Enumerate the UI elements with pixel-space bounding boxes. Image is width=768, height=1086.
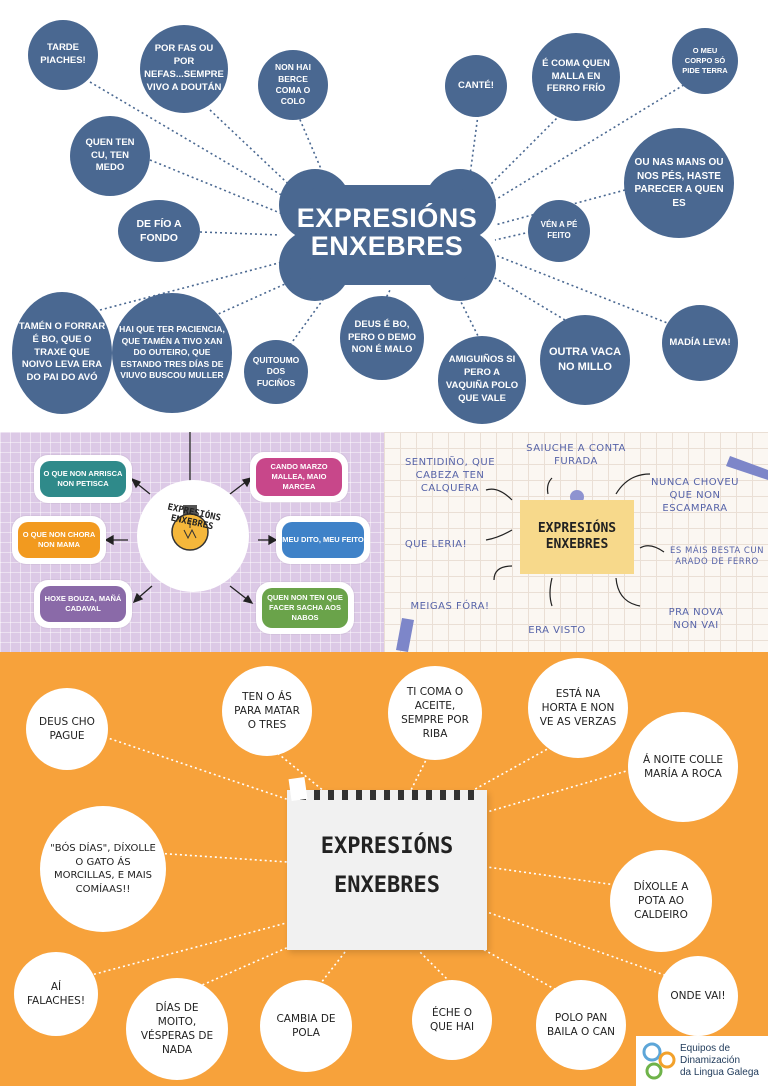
section-blue-map: EXPRESIÓNS ENXEBRES TARDE PIACHES! POR F… <box>0 0 768 432</box>
bubble: É COMA QUEN MALLA EN FERRO FRÍO <box>532 33 620 121</box>
sticky-title: EXPRESIÓNS ENXEBRES <box>537 521 617 552</box>
handwritten-item: QUE LERIA! <box>404 539 468 550</box>
title-line-2: ENXEBRES <box>334 872 440 898</box>
section-grid-paper <box>384 432 768 652</box>
handwritten-item: ERA VISTO <box>528 625 586 636</box>
handwritten-item: MEIGAS FÓRA! <box>410 601 490 612</box>
bone-title: EXPRESIÓNS ENXEBRES <box>282 204 492 261</box>
bubble: OU NAS MANS OU NOS PÉS, HASTE PARECER A … <box>624 128 734 238</box>
bubble: DÍAS DE MOITO, VÉSPERAS DE NADA <box>126 978 228 1080</box>
bubble: O MEU CORPO SÓ PIDE TERRA <box>672 28 738 94</box>
handwritten-item: PRA NOVA NON VAI <box>668 607 724 631</box>
bubble: VÉN A PÉ FEITO <box>528 200 590 262</box>
bubble: AÍ FALACHES! <box>14 952 98 1036</box>
pill-label: QUEN NON TEN QUE FACER SACHA AOS NABOS <box>262 588 348 628</box>
bubble: ONDE VAI! <box>658 956 738 1036</box>
pill-label: CANDO MARZO MALLEA, MAIO MARCEA <box>256 458 342 496</box>
bubble: NON HAI BERCE COMA O COLO <box>258 50 328 120</box>
connector-lines <box>64 736 671 998</box>
bubble: "BÓS DÍAS", DÍXOLLE O GATO ÁS MORCILLAS,… <box>40 806 166 932</box>
bubble: DEUS É BO, PERO O DEMO NON É MALO <box>340 296 424 380</box>
bubble: HAI QUE TER PACIENCIA, QUE TAMÉN A TIVO … <box>112 293 232 413</box>
bubble: AMIGUIÑOS SI PERO A VAQUIÑA POLO QUE VAL… <box>438 336 526 424</box>
title-line-1: EXPRESIÓNS <box>320 834 454 859</box>
handwritten-item: ES MÁIS BESTA CUN ARADO DE FERRO <box>670 546 764 568</box>
bubble: TEN O ÁS PARA MATAR O TRES <box>222 666 312 756</box>
bubble: TI COMA O ACEITE, SEMPRE POR RIBA <box>388 666 482 760</box>
handwritten-item: NUNCA CHOVEU QUE NON ESCAMPARA <box>651 477 739 514</box>
pill: CANDO MARZO MALLEA, MAIO MARCEA <box>250 452 348 502</box>
bubble: DEUS CHO PAGUE <box>26 688 108 770</box>
pill-label: O QUE NON ARRISCA NON PETISCA <box>40 461 126 497</box>
title-line-1: EXPRESIÓNS <box>296 203 478 233</box>
logo-line: Dinamización <box>680 1055 741 1066</box>
bubble: QUITOUMO DOS FUCIÑOS <box>244 340 308 404</box>
logo-line: Equipos de <box>680 1043 731 1054</box>
sticky-note: EXPRESIÓNS ENXEBRES <box>520 500 634 574</box>
bubble: CAMBIA DE POLA <box>260 980 352 1072</box>
title-line-2: ENXEBRES <box>310 231 464 262</box>
bubble: QUEN TEN CU, TEN MEDO <box>70 116 150 196</box>
logo-line: da Lingua Galega <box>680 1067 759 1078</box>
bubble: DÍXOLLE A POTA AO CALDEIRO <box>610 850 712 952</box>
pill: O QUE NON CHORA NON MAMA <box>12 516 106 564</box>
bubble: ESTÁ NA HORTA E NON VE AS VERZAS <box>528 658 628 758</box>
bubble: DE FÍO A FONDO <box>118 200 200 262</box>
bubble: TAMÉN O FORRAR É BO, QUE O TRAXE QUE NOI… <box>12 292 112 414</box>
pill: QUEN NON TEN QUE FACER SACHA AOS NABOS <box>256 582 354 634</box>
paper-note <box>287 790 487 950</box>
bubble: ÉCHE O QUE HAI <box>412 980 492 1060</box>
bubble: MADÍA LEVA! <box>662 305 738 381</box>
pill: HOXE BOUZA, MAÑÁ CADAVAL <box>34 580 132 628</box>
bone-shape <box>279 169 496 301</box>
bubble: CANTÉ! <box>445 55 507 117</box>
bubble: POLO PAN BAILA O CAN <box>536 980 626 1070</box>
bubble: TARDE PIACHES! <box>28 20 98 90</box>
handwritten-item: SENTIDIÑO, QUE CABEZA TEN CALQUERA <box>404 457 496 494</box>
pill-label: HOXE BOUZA, MAÑÁ CADAVAL <box>40 586 126 622</box>
pill: MEU DITO, MEU FEITO <box>276 516 370 564</box>
pill-label: O QUE NON CHORA NON MAMA <box>18 522 100 558</box>
handwritten-item: SAIUCHE A CONTA FURADA <box>526 443 626 467</box>
pill: O QUE NON ARRISCA NON PETISCA <box>34 455 132 503</box>
paper-title: EXPRESIÓNS ENXEBRES <box>287 828 487 905</box>
bubble: Á NOITE COLLE MARÍA A ROCA <box>628 712 738 822</box>
bubble: OUTRA VACA NO MILLO <box>540 315 630 405</box>
logo-text: Equipos de Dinamización da Lingua Galega <box>680 1043 759 1079</box>
pill-label: MEU DITO, MEU FEITO <box>282 522 364 558</box>
bubble: POR FAS OU POR NEFAS...SEMPRE VIVO A DOU… <box>140 25 228 113</box>
